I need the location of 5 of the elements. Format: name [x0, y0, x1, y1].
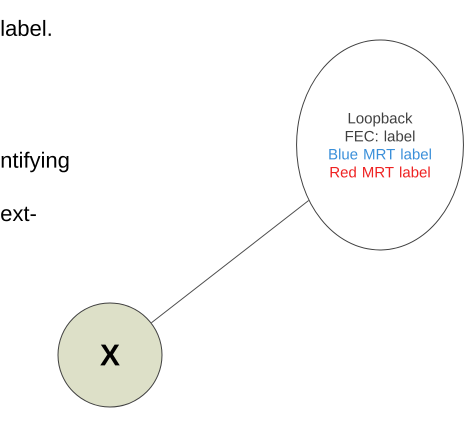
body-text: label.	[2, 20, 51, 36]
body-text: ntifying	[2, 152, 68, 172]
connector-line	[150, 200, 310, 324]
label-bubble: Loopback FEC: label Blue MRT label Red MRT label	[296, 40, 464, 250]
body-text: ext-	[1, 206, 36, 222]
